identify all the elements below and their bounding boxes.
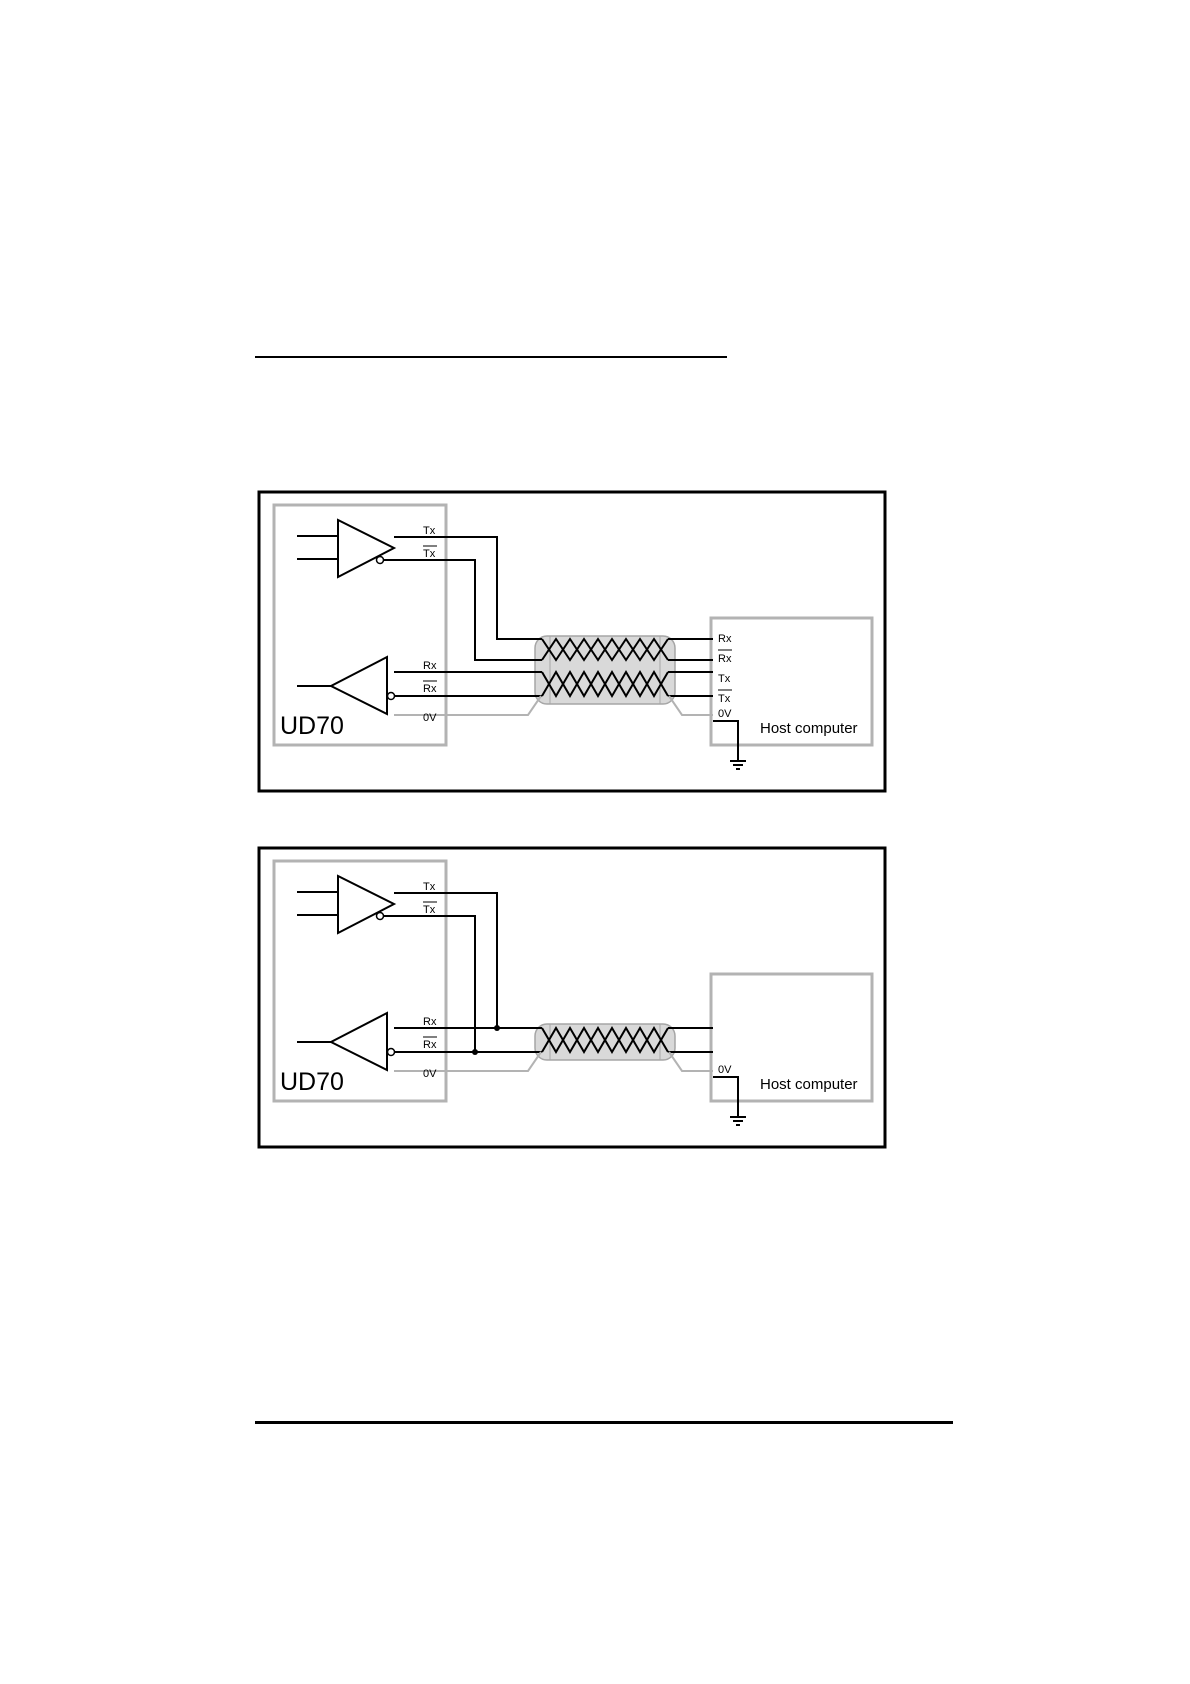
device-label: UD70	[280, 1068, 344, 1096]
footer-rule	[255, 1421, 953, 1424]
transmitter-driver	[297, 876, 394, 933]
ud70-box	[274, 861, 446, 1101]
pin-label-rx-bar: Rx	[423, 1039, 437, 1051]
pin-label-tx: Tx	[423, 525, 436, 537]
pin-label-tx-bar: Tx	[423, 904, 436, 916]
device-label: UD70	[280, 712, 344, 740]
host-computer-label: Host computer	[760, 1076, 858, 1093]
two-wire-connection-diagram: Tx Tx Rx Rx 0V UD70 0V Host computer	[257, 846, 887, 1149]
header-rule	[255, 356, 727, 358]
receiver-amplifier	[297, 1013, 395, 1070]
junction-dot	[472, 1049, 478, 1055]
pin-label-rx-bar: Rx	[423, 683, 437, 695]
four-wire-diagram-svg: Tx Tx Rx Rx 0V UD70 Rx Rx Tx Tx 0V Host …	[257, 490, 887, 793]
host-pin-label-tx-bar: Tx	[718, 693, 731, 705]
two-wire-diagram-svg: Tx Tx Rx Rx 0V UD70 0V Host computer	[257, 846, 887, 1149]
pin-label-tx: Tx	[423, 881, 436, 893]
pin-label-tx-bar: Tx	[423, 548, 436, 560]
host-pin-label-rx-bar: Rx	[718, 653, 732, 665]
pin-label-rx: Rx	[423, 1016, 437, 1028]
pin-label-0v: 0V	[423, 1068, 437, 1080]
host-pin-label-0v: 0V	[718, 708, 732, 720]
host-pin-label-0v: 0V	[718, 1064, 732, 1076]
ud70-box	[274, 505, 446, 745]
cable-shield	[535, 636, 675, 704]
host-pin-label-tx: Tx	[718, 673, 731, 685]
zero-volt-wire	[394, 1052, 541, 1071]
host-pin-label-rx: Rx	[718, 633, 732, 645]
junction-dot	[494, 1025, 500, 1031]
pin-label-0v: 0V	[423, 712, 437, 724]
zero-volt-wire	[394, 696, 541, 715]
pin-label-rx: Rx	[423, 660, 437, 672]
transmitter-driver	[297, 520, 394, 577]
host-computer-label: Host computer	[760, 720, 858, 737]
receiver-amplifier	[297, 657, 395, 714]
four-wire-connection-diagram: Tx Tx Rx Rx 0V UD70 Rx Rx Tx Tx 0V Host …	[257, 490, 887, 793]
